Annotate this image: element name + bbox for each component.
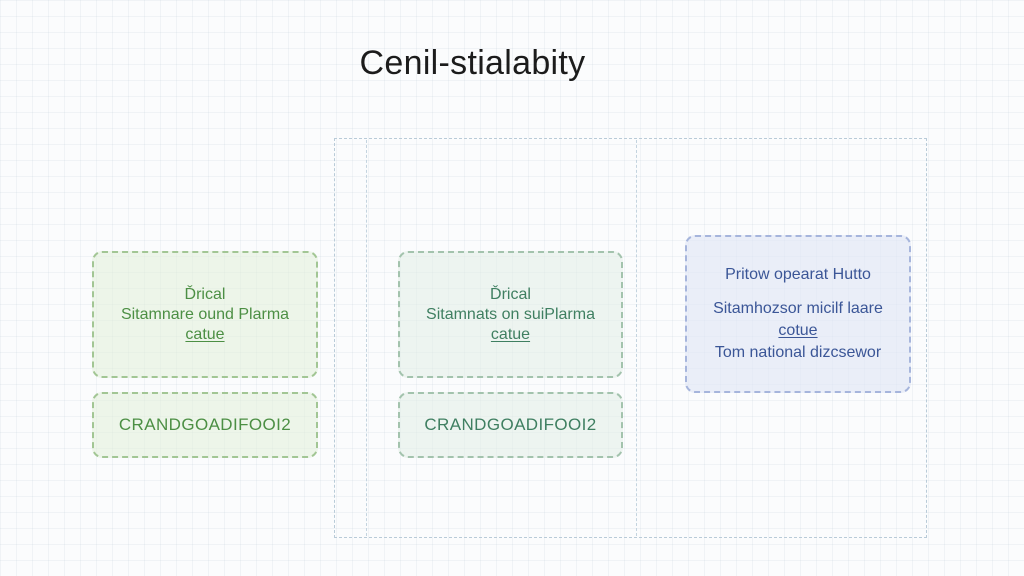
outer-frame — [334, 138, 927, 538]
middle-code-label: CRANDGOADIFOOI2 — [424, 415, 597, 434]
middle-card-line2: Sitamnats on suiPlarma — [426, 305, 595, 323]
left-card: Ďrical Sitamnare ound Plarma catue — [92, 251, 318, 378]
left-code-box: CRANDGOADIFOOI2 — [92, 392, 318, 458]
middle-card: Ďrical Sitamnats on suiPlarma catue — [398, 251, 623, 378]
right-card: Pritow opearat Hutto Sitamhozsor micilf … — [685, 235, 911, 393]
frame-divider-left — [366, 140, 367, 536]
diagram-title: Cenil-stialabity — [359, 44, 586, 82]
middle-code-box: CRANDGOADIFOOI2 — [398, 392, 623, 458]
middle-card-line3: catue — [490, 325, 531, 343]
frame-divider-middle — [636, 140, 637, 536]
right-card-line2: Sitamhozsor micilf laare — [713, 300, 883, 317]
right-card-line3: cotue — [778, 322, 818, 339]
right-card-line1: Pritow opearat Hutto — [725, 266, 871, 283]
left-card-line2: Sitamnare ound Plarma — [120, 305, 290, 323]
left-card-line1: Ďrical — [184, 285, 226, 303]
left-card-line3: catue — [185, 325, 225, 343]
middle-card-line1: Ďrical — [490, 285, 531, 303]
right-card-line4: Tom national dizcsewor — [714, 344, 882, 361]
left-code-label: CRANDGOADIFOOI2 — [118, 415, 292, 434]
